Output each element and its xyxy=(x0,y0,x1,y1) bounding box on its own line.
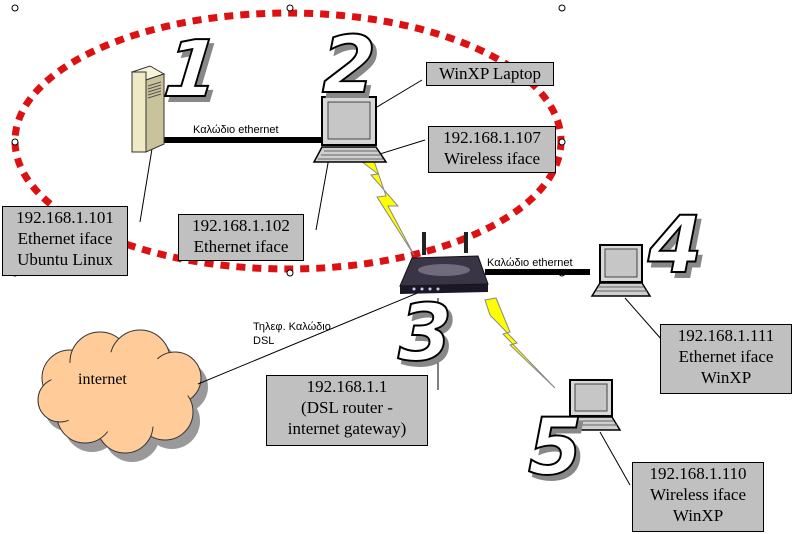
node3-ip: 192.168.1.1 xyxy=(306,377,388,396)
node2-wireless-callout: 192.168.1.107 Wireless iface xyxy=(428,126,556,173)
laptop-icon-2 xyxy=(312,96,388,163)
node2-laptop-label: WinXP Laptop xyxy=(438,64,542,83)
node2-wireless-iface: Wireless iface xyxy=(443,149,541,168)
node3-desc1: (DSL router - xyxy=(301,398,393,417)
router-icon xyxy=(399,232,489,294)
node3-callout: 192.168.1.1 (DSL router - internet gatew… xyxy=(266,375,428,446)
node5-os: WinXP xyxy=(672,506,724,525)
node1-callout: 192.168.1.101 Ethernet iface Ubuntu Linu… xyxy=(2,206,128,276)
node2-ethernet-ip: 192.168.1.102 xyxy=(192,216,290,235)
node5-ip: 192.168.1.110 xyxy=(649,464,747,483)
node4-os: WinXP xyxy=(700,368,752,387)
internet-cloud xyxy=(37,329,208,462)
node4-callout: 192.168.1.111 Ethernet iface WinXP xyxy=(660,324,792,394)
node4-ip: 192.168.1.111 xyxy=(677,326,775,345)
node2-wireless-ip: 192.168.1.107 xyxy=(443,128,541,147)
wireless-bolt-top xyxy=(355,154,415,256)
laptop-icon-5 xyxy=(560,379,622,431)
node2-laptop-callout: WinXP Laptop xyxy=(426,62,554,86)
node4-iface: Ethernet iface xyxy=(678,347,774,366)
node-number-5: 5 xyxy=(528,403,582,493)
dsl-label-line1: Τηλεφ. Καλώδιο xyxy=(253,321,331,333)
server-icon xyxy=(130,65,166,153)
node-number-4: 4 xyxy=(647,201,702,291)
node1-ip: 192.168.1.101 xyxy=(16,208,114,227)
dsl-label-line2: DSL xyxy=(253,335,274,347)
internet-label: internet xyxy=(78,371,127,388)
ethernet-label-right: Καλώδιο ethernet xyxy=(487,257,573,269)
node2-ethernet-callout: 192.168.1.102 Ethernet iface xyxy=(178,214,304,261)
node1-iface: Ethernet iface xyxy=(17,229,113,248)
node2-ethernet-iface: Ethernet iface xyxy=(193,237,289,256)
node3-desc2: internet gateway) xyxy=(287,419,407,438)
ethernet-label-left: Καλώδιο ethernet xyxy=(193,124,279,136)
node1-os: Ubuntu Linux xyxy=(17,250,113,269)
node5-iface: Wireless iface xyxy=(649,485,747,504)
node-number-1: 1 xyxy=(160,24,224,115)
node5-callout: 192.168.1.110 Wireless iface WinXP xyxy=(632,462,764,532)
node-number-3: 3 xyxy=(398,289,452,379)
laptop-icon-4 xyxy=(590,244,652,297)
node-number-2: 2 xyxy=(322,21,376,111)
wireless-bolt-bottom xyxy=(484,297,556,389)
